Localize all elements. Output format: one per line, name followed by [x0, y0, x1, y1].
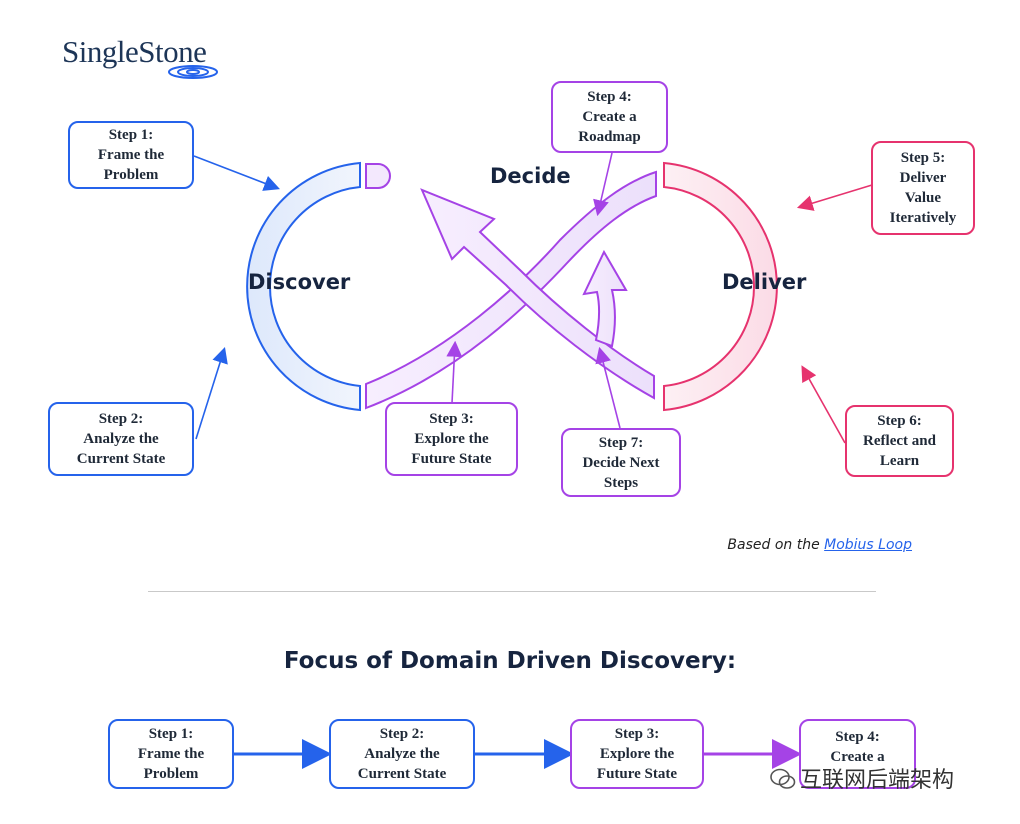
step1-box: Step 1: Frame the Problem [68, 121, 194, 189]
connector-step3 [446, 340, 463, 404]
caption-prefix: Based on the [727, 537, 825, 553]
focus-flow-arrows [234, 739, 802, 769]
phase-discover-label: Discover [248, 270, 351, 294]
step7-box: Step 7: Decide Next Steps [561, 428, 681, 497]
decide-arrow-up [582, 249, 628, 348]
step5-box: Step 5: Deliver Value Iteratively [871, 141, 975, 235]
discover-loop-end-cap [365, 163, 391, 189]
step4-box: Step 4: Create a Roadmap [551, 81, 668, 153]
connector-step4 [593, 152, 613, 217]
focus-step1-box: Step 1: Frame the Problem [108, 719, 234, 789]
connector-step7 [595, 346, 621, 429]
connector-step2 [195, 346, 228, 440]
wechat-icon [770, 768, 796, 789]
step6-box: Step 6: Reflect and Learn [845, 405, 954, 477]
focus-step4-box: Step 4: Create a [799, 719, 916, 789]
focus-step2-box: Step 2: Analyze the Current State [329, 719, 475, 789]
singlestone-logo: SingleStone [62, 34, 207, 69]
source-caption: Based on the Mobius Loop [650, 537, 912, 553]
watermark: 互联网后端架构 [770, 762, 954, 794]
step3-box: Step 3: Explore the Future State [385, 402, 518, 476]
watermark-text: 互联网后端架构 [800, 768, 955, 793]
connector-step5 [796, 184, 873, 211]
logo-waves-icon [168, 65, 218, 79]
deliver-loop-band [663, 161, 778, 412]
focus-step3-box: Step 3: Explore the Future State [570, 719, 704, 789]
connector-step6 [801, 365, 846, 444]
step2-box: Step 2: Analyze the Current State [48, 402, 194, 476]
focus-title: Focus of Domain Driven Discovery: [283, 648, 737, 674]
phase-decide-label: Decide [490, 164, 571, 188]
mobius-loop-diagram [193, 152, 873, 444]
phase-deliver-label: Deliver [722, 270, 807, 294]
decide-arrow-upper-left [420, 188, 655, 400]
section-divider [148, 591, 876, 592]
mobius-loop-link[interactable]: Mobius Loop [824, 537, 912, 553]
connector-step1 [193, 155, 280, 191]
discover-loop-band [246, 161, 361, 412]
